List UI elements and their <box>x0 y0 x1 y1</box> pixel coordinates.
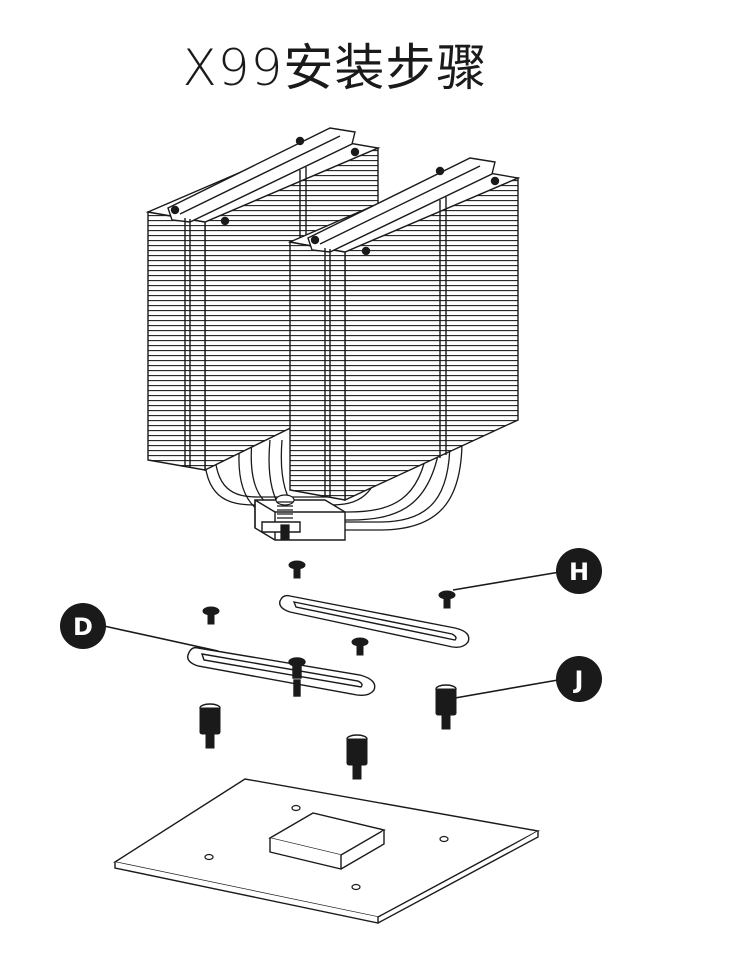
standoff-left <box>199 703 221 749</box>
screw-middle <box>351 637 369 656</box>
screw-right <box>438 590 456 609</box>
standoff-right <box>435 684 457 730</box>
callout-h: H <box>452 548 602 594</box>
mounting-bars <box>187 594 470 697</box>
screw-left <box>202 606 220 625</box>
standoff-center <box>346 734 368 780</box>
mounting-bar-lower <box>187 646 376 697</box>
motherboard <box>113 778 541 924</box>
screw-top-center <box>288 560 306 579</box>
spring-screw <box>275 494 295 540</box>
mounting-holes <box>204 804 449 891</box>
standoffs <box>199 684 457 780</box>
bar-nut <box>288 657 306 697</box>
cpu-socket <box>268 812 386 870</box>
callout-h-label: H <box>569 558 589 586</box>
callout-j-label: J <box>573 666 584 694</box>
callout-d: D <box>60 603 219 652</box>
page-title: X99安装步骤 <box>182 39 488 97</box>
cpu-cooler <box>145 127 521 541</box>
callout-j: J <box>454 656 602 702</box>
callout-d-label: D <box>73 613 93 641</box>
screws <box>202 560 456 656</box>
mounting-bar-upper <box>279 594 470 649</box>
right-fin-tower <box>287 157 521 502</box>
cooler-base <box>254 499 346 541</box>
